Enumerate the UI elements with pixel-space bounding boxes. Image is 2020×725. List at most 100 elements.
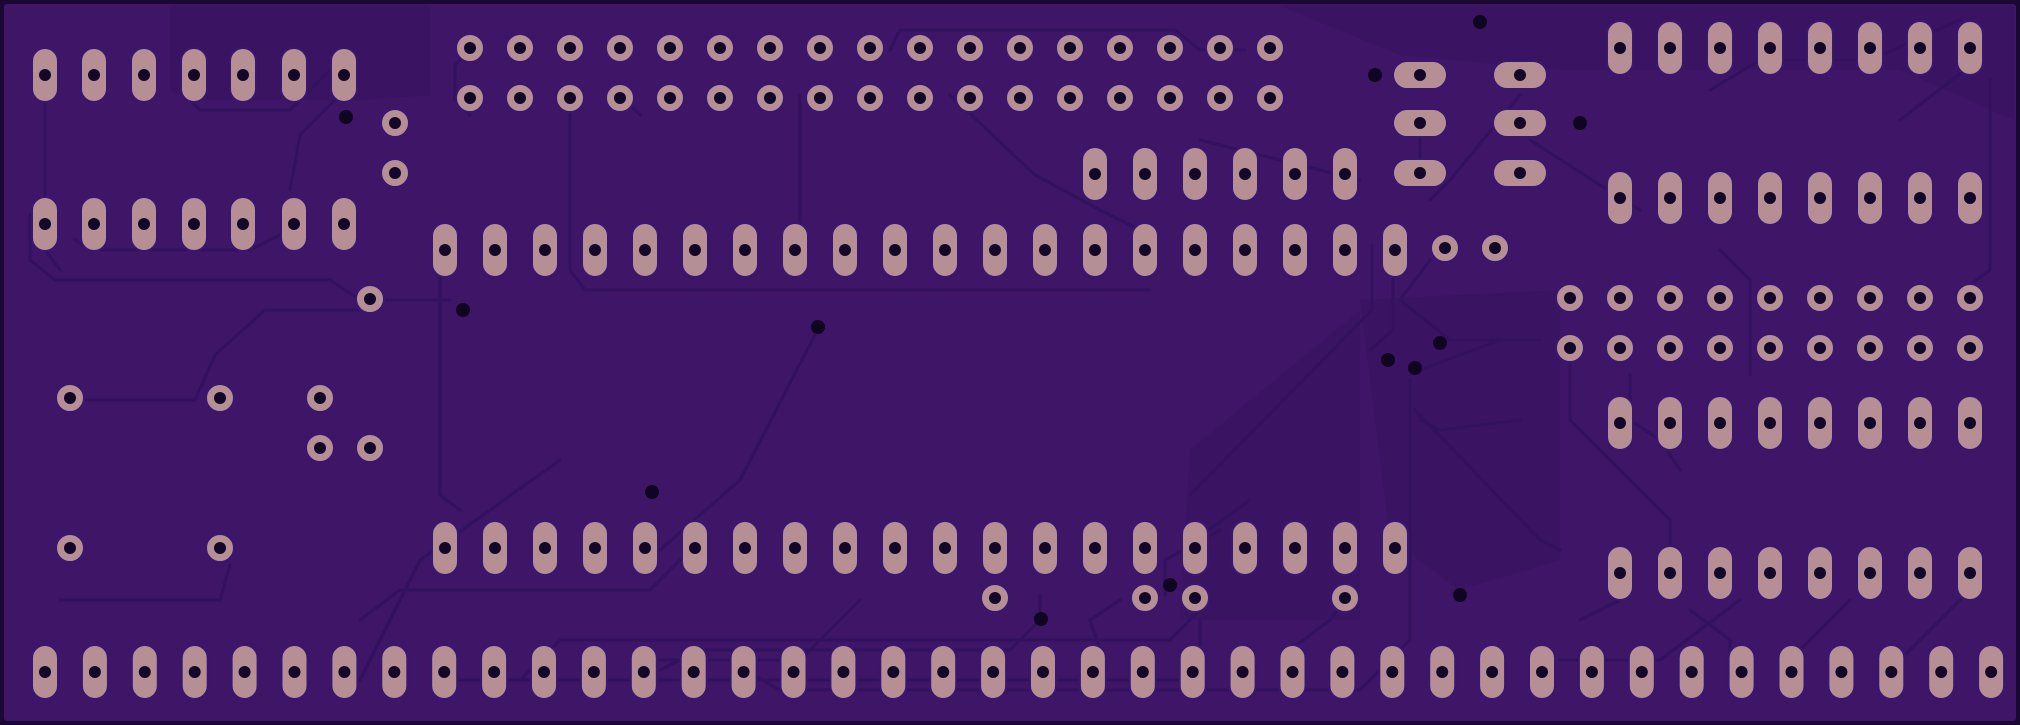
edge-connector-pad <box>679 644 708 700</box>
header-2x17-pad-row2 <box>1005 83 1035 113</box>
via-layer <box>339 15 1587 626</box>
edge-connector-pad <box>380 644 409 700</box>
edge-connector-pad <box>480 644 509 700</box>
header-2x9-pad-row1 <box>1755 283 1785 313</box>
header-2x17-pad-row2 <box>655 83 685 113</box>
dip40-pad-bottom <box>531 520 559 576</box>
header-2x9-pad-row1 <box>1555 283 1585 313</box>
trace <box>1898 598 1962 662</box>
copper-pour-center-low <box>1180 310 1360 620</box>
header-2x17-pad-row1 <box>1255 33 1285 63</box>
dip40-pad-top <box>481 222 509 278</box>
edge-connector-pad <box>1128 644 1157 700</box>
test-point-pad <box>1130 583 1160 613</box>
test-point-pad <box>380 108 410 138</box>
dip16-right-top-pad-row2 <box>1756 170 1784 226</box>
dip14-left-pad-top <box>229 47 257 103</box>
dip16-right-top-pad-row1 <box>1956 20 1984 76</box>
header-2x17-pad-row1 <box>905 33 935 63</box>
edge-connector-pad <box>130 644 159 700</box>
edge-connector-pad <box>929 644 958 700</box>
dip16-right-bottom-pad-row1 <box>1806 395 1834 451</box>
dip14-left-pad-top <box>80 47 108 103</box>
via <box>1034 612 1048 626</box>
edge-connector-pad <box>1877 644 1906 700</box>
via <box>1368 68 1382 82</box>
dip16-right-top-pad-row2 <box>1656 170 1684 226</box>
test-point-pad <box>380 158 410 188</box>
header-2x17-pad-row2 <box>1105 83 1135 113</box>
dip40-pad-top <box>831 222 859 278</box>
header-2x9-pad-row2 <box>1955 333 1985 363</box>
dip40-pad-bottom <box>481 520 509 576</box>
trace <box>1898 68 1967 122</box>
dip40-pad-bottom <box>1081 520 1109 576</box>
header-2x17-pad-row2 <box>1255 83 1285 113</box>
dip16-right-top-pad-row1 <box>1606 20 1634 76</box>
test-point-pad <box>55 533 85 563</box>
test-point-pad <box>980 583 1010 613</box>
dip14-left-pad-top <box>130 47 158 103</box>
header-2x9-pad-row2 <box>1655 333 1685 363</box>
sip6-pad <box>1231 146 1259 202</box>
header-2x17-pad-row2 <box>755 83 785 113</box>
header-2x17-pad-row2 <box>955 83 985 113</box>
trace <box>743 378 1412 692</box>
dip40-pad-top <box>1031 222 1059 278</box>
pad-layer <box>31 20 2006 700</box>
dip40-pad-top <box>1231 222 1259 278</box>
via <box>1433 336 1447 350</box>
jumper-block-pad <box>1492 60 1548 90</box>
test-point-pad <box>1480 233 1510 263</box>
via <box>1408 361 1422 375</box>
dip14-left-pad-bottom <box>180 196 208 252</box>
edge-connector-pad <box>1977 644 2006 700</box>
header-2x9-pad-row2 <box>1705 333 1735 363</box>
dip16-right-top-pad-row1 <box>1856 20 1884 76</box>
header-2x17-pad-row2 <box>455 83 485 113</box>
header-2x9-pad-row2 <box>1555 333 1585 363</box>
edge-connector-pad <box>729 644 758 700</box>
edge-connector-pad <box>1677 644 1706 700</box>
dip14-left-pad-bottom <box>229 196 257 252</box>
test-point-pad <box>1430 233 1460 263</box>
dip16-right-top-pad-row2 <box>1906 170 1934 226</box>
edge-connector-pad <box>1727 644 1756 700</box>
edge-connector-pad <box>1378 644 1407 700</box>
dip16-right-top-pad-row1 <box>1756 20 1784 76</box>
dip16-right-top-pad-row1 <box>1906 20 1934 76</box>
header-2x17-pad-row1 <box>955 33 985 63</box>
edge-connector-pad <box>280 644 309 700</box>
jumper-block-pad <box>1392 158 1448 188</box>
dip16-right-bottom-pad-row1 <box>1606 395 1634 451</box>
header-2x9-pad-row1 <box>1855 283 1885 313</box>
dip16-right-bottom-pad-row2 <box>1956 545 1984 601</box>
edge-connector-pad <box>779 644 808 700</box>
trace <box>1578 598 1622 622</box>
jumper-block-pad <box>1392 60 1448 90</box>
dip40-pad-top <box>631 222 659 278</box>
trace <box>1088 598 1122 652</box>
sip6-pad <box>1131 146 1159 202</box>
dip16-right-top-pad-row1 <box>1656 20 1684 76</box>
dip40-pad-bottom <box>831 520 859 576</box>
test-point-pad <box>1330 583 1360 613</box>
via <box>1453 588 1467 602</box>
header-2x17-pad-row1 <box>1105 33 1135 63</box>
header-2x9-pad-row2 <box>1605 333 1635 363</box>
dip40-pad-bottom <box>881 520 909 576</box>
header-2x17-pad-row2 <box>555 83 585 113</box>
trace <box>58 563 232 602</box>
dip14-left-pad-top <box>31 47 59 103</box>
header-2x17-pad-row2 <box>1155 83 1185 113</box>
edge-connector-pad <box>1478 644 1507 700</box>
dip16-right-top-pad-row1 <box>1806 20 1834 76</box>
header-2x17-pad-row2 <box>705 83 735 113</box>
header-2x17-pad-row1 <box>555 33 585 63</box>
header-2x17-pad-row2 <box>855 83 885 113</box>
header-2x9-pad-row1 <box>1905 283 1935 313</box>
trace <box>1628 373 1682 472</box>
dip14-left-pad-bottom <box>280 196 308 252</box>
dip16-right-top-pad-row2 <box>1706 170 1734 226</box>
